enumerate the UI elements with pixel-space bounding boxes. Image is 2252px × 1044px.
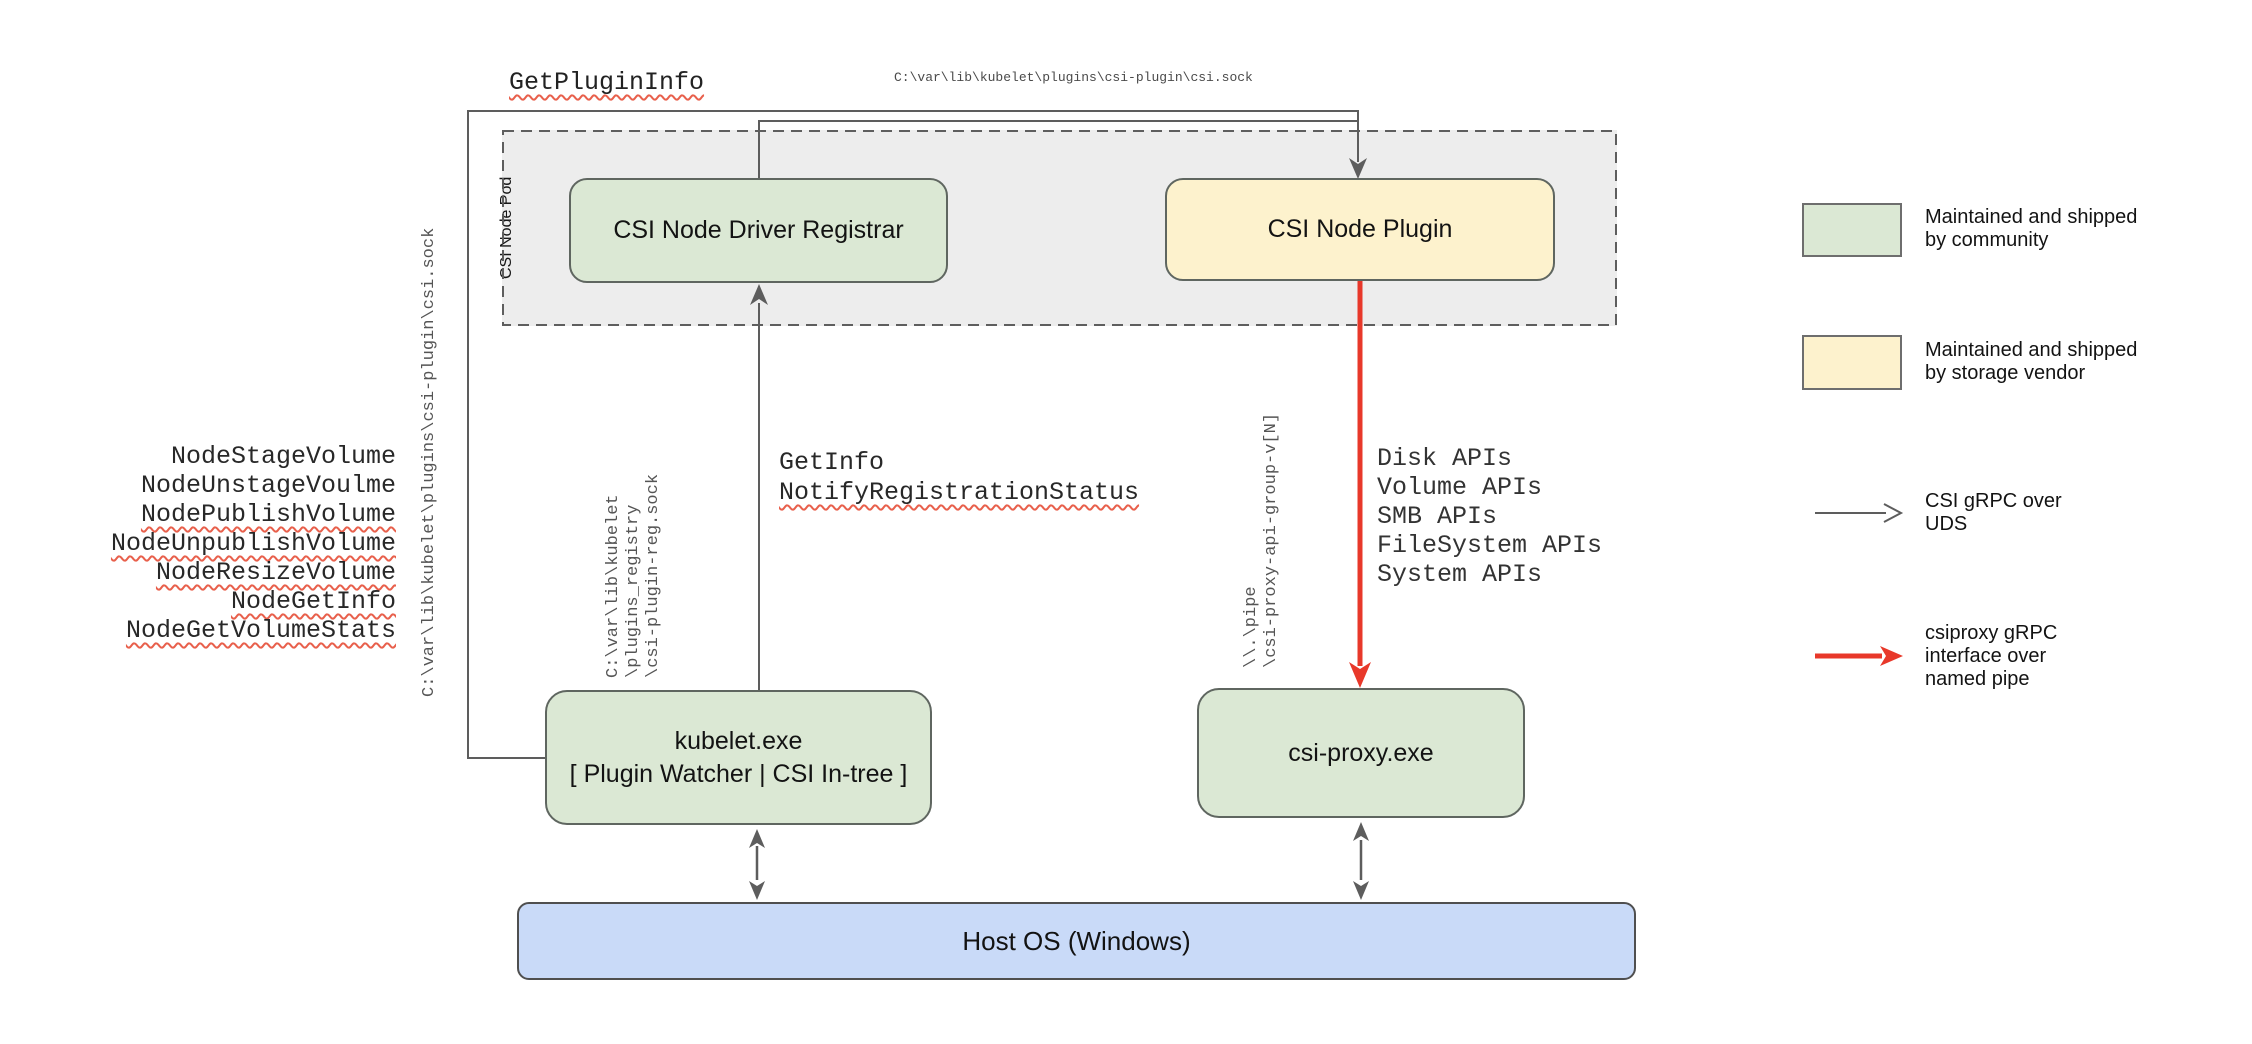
csi-proxy-box: csi-proxy.exe: [1197, 688, 1525, 818]
label-line: UDS: [1925, 513, 1968, 535]
csiproxy-arrowhead: [1349, 662, 1371, 688]
label-line: Maintained and shipped: [1925, 339, 2138, 361]
label-line: named pipe: [1925, 668, 2030, 690]
label-line: by community: [1925, 229, 2049, 251]
label-line: C:\var\lib\kubelet: [604, 494, 623, 678]
registrar-sock-vertical-label: C:\var\lib\kubelet\plugins_registry\csi-…: [604, 474, 664, 678]
kubelet-hostos-arrowhead-down: [749, 881, 765, 900]
csi-node-plugin-box: CSI Node Plugin: [1165, 178, 1555, 281]
label-line: NodeGetVolumeStats: [125, 616, 396, 645]
label-line: \csi-plugin-reg.sock: [644, 473, 663, 678]
csi-node-plugin-label: CSI Node Plugin: [1267, 215, 1453, 243]
kubelet-csi-sock-vertical-label: C:\var\lib\kubelet\plugins\csi-plugin\cs…: [420, 227, 439, 697]
label-line: Volume APIs: [1377, 473, 1543, 502]
label-line: \csi-proxy-api-group-v[N]: [1262, 412, 1281, 668]
get-plugin-info-label: GetPluginInfo: [509, 68, 705, 97]
csiproxy-hostos-arrowhead-up: [1353, 822, 1369, 841]
label-line: FileSystem APIs: [1377, 531, 1603, 560]
label-line: NodeGetInfo: [230, 587, 396, 616]
label-line: Disk APIs: [1377, 444, 1513, 473]
host-os-label: Host OS (Windows): [962, 925, 1191, 956]
label-line: NodeStageVolume: [170, 442, 396, 471]
legend-csi-grpc-arrowhead: [1883, 503, 1904, 523]
csi-node-driver-registrar-box: CSI Node Driver Registrar: [569, 178, 948, 283]
label-line: System APIs: [1377, 560, 1543, 589]
label-line: interface over: [1925, 645, 2047, 667]
label-line: SMB APIs: [1377, 502, 1498, 531]
label-line: NodePublishVolume: [140, 500, 396, 529]
kubelet-box: kubelet.exe [ Plugin Watcher | CSI In-tr…: [545, 690, 932, 825]
label-line: csiproxy gRPC: [1925, 622, 2058, 644]
label-line: NotifyRegistrationStatus: [779, 478, 1140, 507]
label-line: CSI gRPC over: [1925, 490, 2062, 512]
csiproxy-hostos-arrowhead-down: [1353, 881, 1369, 900]
legend-csiproxy-grpc-arrowhead: [1880, 646, 1903, 666]
host-os-box: Host OS (Windows): [517, 902, 1636, 980]
csi-sock-path-label: C:\var\lib\kubelet\plugins\csi-plugin\cs…: [894, 70, 1253, 85]
label-line: GetInfo: [779, 448, 885, 477]
label-line: \plugins_registry: [624, 504, 643, 678]
label-line: NodeResizeVolume: [155, 558, 396, 587]
kubelet-hostos-arrowhead-up: [749, 829, 765, 848]
label-line: NodeUnstageVoulme: [140, 471, 396, 500]
label-line: NodeUnpublishVolume: [110, 529, 396, 558]
csi-node-pod-label: CSI Node Pod: [498, 176, 515, 279]
named-pipe-vertical-label: \\.\pipe\csi-proxy-api-group-v[N]: [1242, 413, 1282, 668]
label-line: \\.\pipe: [1242, 586, 1261, 668]
legend-community-swatch: [1802, 203, 1902, 257]
kubelet-label-line1: kubelet.exe: [674, 726, 803, 755]
csi-proxy-label: csi-proxy.exe: [1288, 738, 1434, 767]
legend-vendor-swatch: [1802, 335, 1902, 390]
kubelet-label-line2: [ Plugin Watcher | CSI In-tree ]: [569, 759, 908, 788]
csi-node-driver-registrar-label: CSI Node Driver Registrar: [613, 216, 904, 244]
label-line: Maintained and shipped: [1925, 206, 2138, 228]
label-line: by storage vendor: [1925, 362, 2086, 384]
